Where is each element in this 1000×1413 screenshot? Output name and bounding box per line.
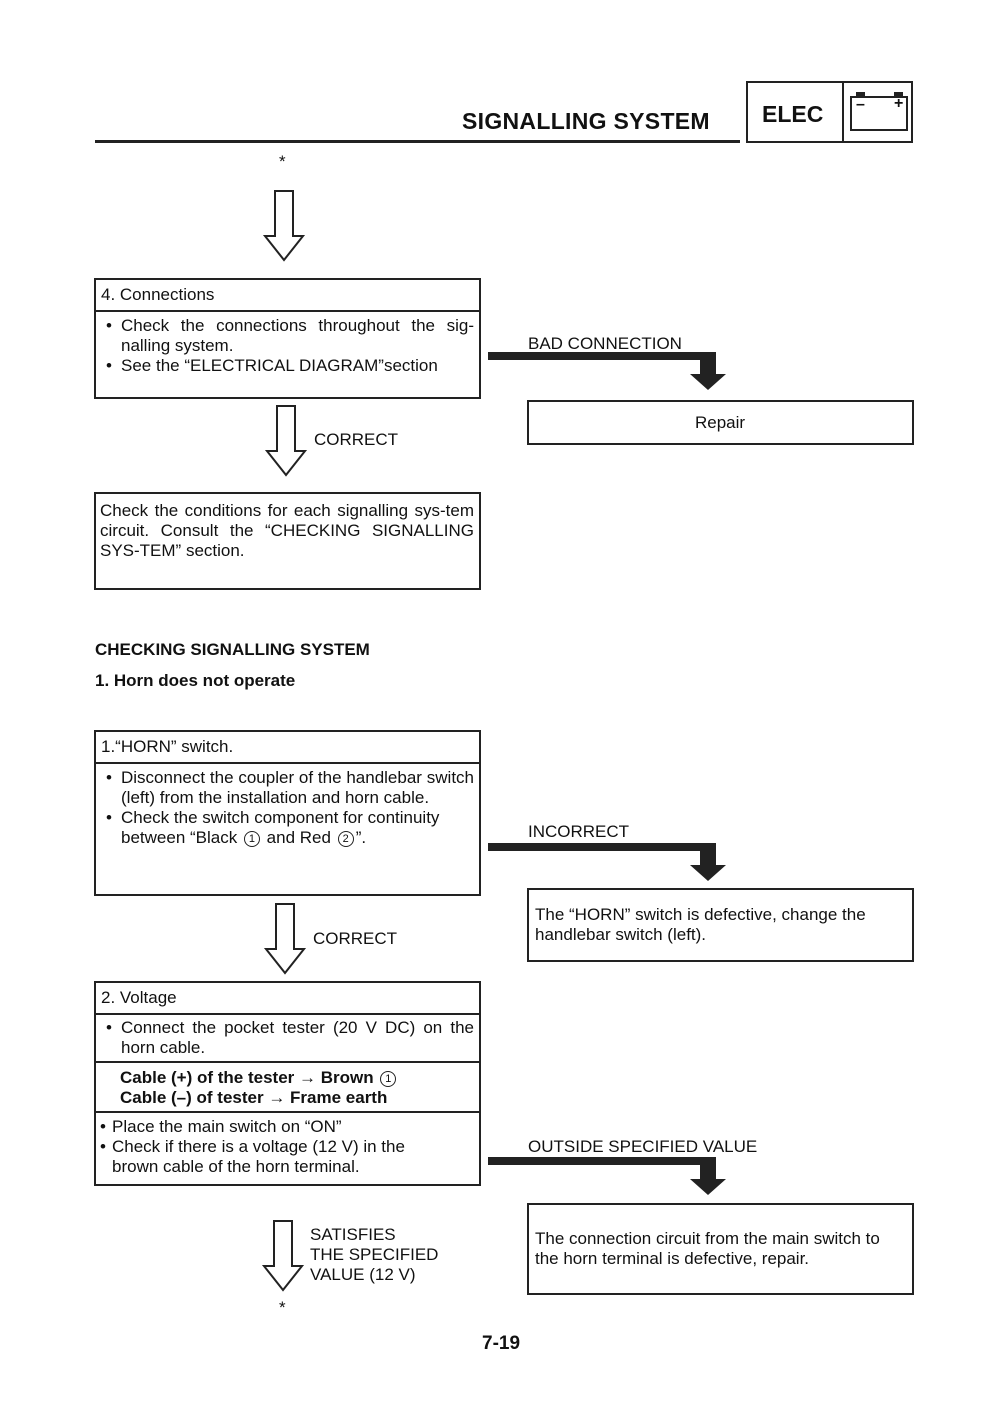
satisfies-label: SATISFIES THE SPECIFIED VALUE (12 V) — [310, 1225, 439, 1284]
list-item: See the “ELECTRICAL DIAGRAM”section — [101, 356, 474, 376]
list-item: Check the connections throughout the sig… — [101, 316, 474, 356]
connections-title: 4. Connections — [96, 280, 479, 312]
list-item: Check the switch component for continuit… — [101, 808, 474, 848]
battery-icon: – + — [850, 91, 910, 133]
correct-label: CORRECT — [314, 430, 399, 449]
voltage-box: 2. Voltage Connect the pocket tester (20… — [94, 981, 481, 1186]
list-item: Disconnect the coupler of the handlebar … — [101, 768, 474, 808]
elec-badge: ELEC – + — [746, 81, 913, 143]
horn-switch-checks: Disconnect the coupler of the handlebar … — [96, 764, 479, 851]
horn-switch-box: 1.“HORN” switch. Disconnect the coupler … — [94, 730, 481, 896]
horn-switch-title: 1.“HORN” switch. — [96, 732, 479, 764]
incorrect-label: INCORRECT — [528, 822, 630, 841]
continuation-marker-top: * — [279, 152, 286, 171]
down-arrow-icon — [264, 405, 308, 477]
right-down-arrow-icon — [488, 843, 726, 881]
cable-minus-line: Cable (–) of tester → Frame earth — [120, 1088, 388, 1107]
outside-specified-label: OUTSIDE SPECIFIED VALUE — [528, 1137, 758, 1156]
list-item: Connect the pocket tester (20 V DC) on t… — [101, 1018, 474, 1058]
correct-label: CORRECT — [313, 929, 398, 948]
bad-connection-label: BAD CONNECTION — [528, 334, 682, 353]
page-title: SIGNALLING SYSTEM — [462, 108, 710, 134]
battery-plus: + — [894, 95, 904, 112]
voltage-steps: Place the main switch on “ON” Check if t… — [96, 1113, 479, 1177]
callout-1: 1 — [243, 831, 260, 847]
elec-label: ELEC — [762, 101, 824, 127]
repair-label: Repair — [695, 413, 746, 432]
section-heading: CHECKING SIGNALLING SYSTEM — [95, 640, 370, 659]
battery-minus: – — [856, 96, 865, 113]
callout-2: 2 — [337, 831, 354, 847]
defective-circuit-box: The connection circuit from the main swi… — [527, 1203, 914, 1295]
down-arrow-icon — [262, 190, 306, 262]
voltage-title: 2. Voltage — [96, 983, 479, 1015]
list-item: Place the main switch on “ON” — [100, 1117, 474, 1137]
conditions-text: Check the conditions for each signalling… — [100, 501, 474, 560]
voltage-connect: Connect the pocket tester (20 V DC) on t… — [96, 1015, 479, 1063]
conditions-box: Check the conditions for each signalling… — [94, 492, 481, 590]
connections-box: 4. Connections Check the connections thr… — [94, 278, 481, 399]
down-arrow-icon — [261, 1220, 305, 1292]
section-subheading: 1. Horn does not operate — [95, 671, 296, 690]
connections-checks: Check the connections throughout the sig… — [96, 312, 479, 379]
tester-cables: Cable (+) of the tester → Brown 1 Cable … — [96, 1063, 479, 1113]
continuation-marker-bottom: * — [279, 1298, 286, 1317]
right-down-arrow-icon — [488, 1157, 726, 1195]
header-rule — [95, 140, 740, 143]
defective-switch-box: The “HORN” switch is defective, change t… — [527, 888, 914, 962]
repair-box: Repair — [527, 400, 914, 445]
cable-plus-line: Cable (+) of the tester → Brown 1 — [120, 1068, 474, 1088]
defective-circuit-text: The connection circuit from the main swi… — [535, 1229, 880, 1268]
right-down-arrow-icon — [488, 352, 726, 390]
down-arrow-icon — [263, 903, 307, 975]
page-number: 7-19 — [482, 1333, 521, 1354]
list-item: Check if there is a voltage (12 V) in th… — [100, 1137, 442, 1177]
callout-1: 1 — [380, 1071, 397, 1087]
defective-switch-text: The “HORN” switch is defective, change t… — [535, 905, 866, 944]
